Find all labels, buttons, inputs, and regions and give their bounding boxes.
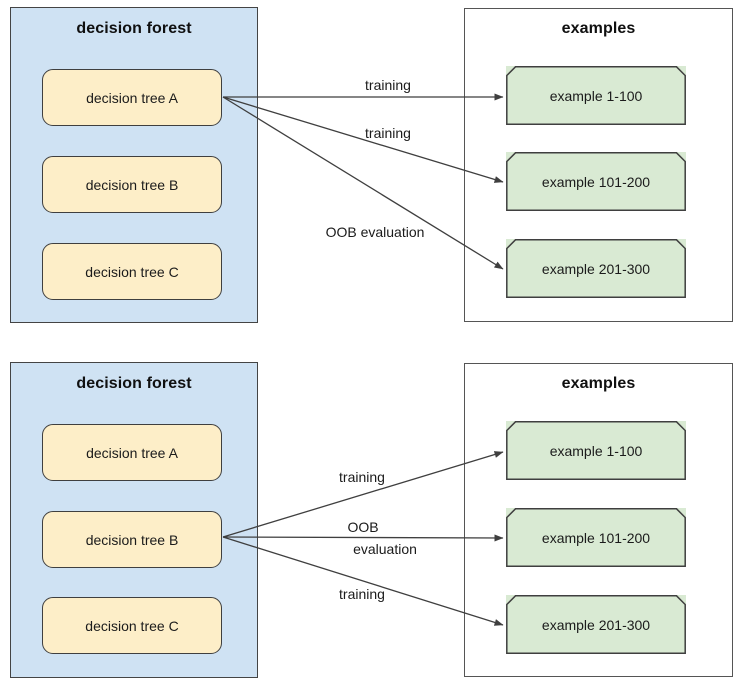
edge-label-oob-evaluation-top: OOB evaluation [325,224,425,240]
tree-box-label: decision tree A [86,444,178,461]
note-shape-icon [506,595,686,654]
example-box-label: example 1-100 [549,442,643,459]
note-shape-icon [506,508,686,567]
tree-box-label: decision tree B [85,176,179,193]
example-box-2-bottom[interactable]: example 101-200 [506,508,686,567]
example-box-label: example 101-200 [541,529,651,546]
tree-box-a-top[interactable]: decision tree A [42,69,222,126]
example-box-label: example 101-200 [541,173,651,190]
edge-a-to-example3-top [222,96,504,270]
example-box-1-top[interactable]: example 1-100 [506,66,686,125]
note-shape-icon [506,152,686,211]
example-box-3-top[interactable]: example 201-300 [506,239,686,298]
edge-label-oob-bottom: OOB [347,519,379,535]
edge-label-training-2-top: training [365,125,411,141]
edge-label-evaluation-bottom: evaluation [353,541,417,557]
edge-b-to-example2-bottom [222,534,504,542]
tree-box-c-top[interactable]: decision tree C [42,243,222,300]
example-box-label: example 201-300 [541,260,651,277]
edge-b-to-example3-bottom [222,536,504,626]
tree-box-label: decision tree C [85,617,179,634]
tree-box-label: decision tree B [85,531,179,548]
edge-label-training-2-bottom: training [339,586,385,602]
example-box-2-top[interactable]: example 101-200 [506,152,686,211]
tree-box-label: decision tree C [85,263,179,280]
note-shape-icon [506,421,686,480]
example-box-label: example 1-100 [549,87,643,104]
example-box-1-bottom[interactable]: example 1-100 [506,421,686,480]
note-shape-icon [506,66,686,125]
forest-panel-title-top: decision forest [76,20,192,37]
examples-panel-title-top: examples [561,20,636,37]
tree-box-b-bottom[interactable]: decision tree B [42,511,222,568]
example-box-label: example 201-300 [541,616,651,633]
edge-b-to-example1-bottom [222,451,504,538]
tree-box-b-top[interactable]: decision tree B [42,156,222,213]
example-box-3-bottom[interactable]: example 201-300 [506,595,686,654]
edge-label-training-1-top: training [365,77,411,93]
tree-box-c-bottom[interactable]: decision tree C [42,597,222,654]
tree-box-label: decision tree A [86,89,178,106]
forest-panel-title-bottom: decision forest [76,375,192,392]
examples-panel-title-bottom: examples [561,375,636,392]
edge-label-training-1-bottom: training [339,469,385,485]
edge-a-to-example2-top [222,96,504,183]
tree-box-a-bottom[interactable]: decision tree A [42,424,222,481]
note-shape-icon [506,239,686,298]
